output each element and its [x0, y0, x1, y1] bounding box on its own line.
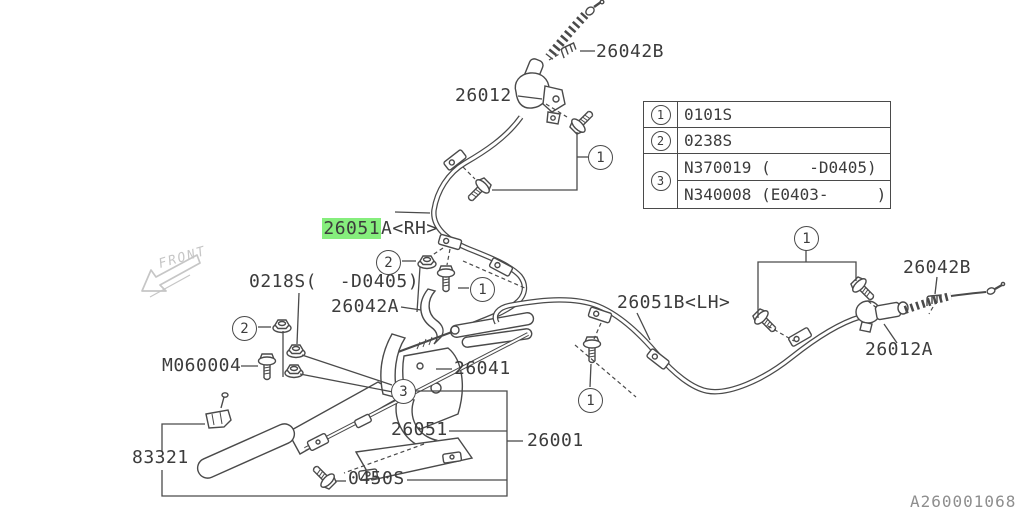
label-cable-lh: 26051B<LH> — [617, 292, 731, 313]
nut-glyph — [272, 319, 292, 334]
lh-spring — [903, 292, 952, 314]
bolt-glyph — [582, 336, 602, 364]
label-adjuster: 26012A — [865, 339, 934, 360]
table-part-cell: 0238S — [678, 128, 890, 154]
adjuster-26012a — [855, 300, 909, 333]
bolt-glyph — [847, 273, 880, 306]
callout-3: 3 — [650, 171, 671, 191]
front-arrow: FRONT — [141, 244, 208, 298]
label-nut-superseded: 0218S( -D0405) — [249, 271, 420, 292]
bolt-glyph — [257, 353, 277, 381]
label-clip-top: 26042B — [596, 41, 665, 62]
lever-grip — [196, 423, 296, 479]
table-callout-cell: 3 — [644, 154, 678, 208]
label-rod: 26051 — [391, 419, 448, 440]
table-callout-cell: 2 — [644, 128, 678, 154]
callout-3: 3 — [391, 379, 416, 404]
label-cable-rh-rest: A<RH> — [381, 218, 438, 239]
label-guide-bracket: 26042A — [331, 296, 400, 317]
label-cable-rh: 26051A<RH> — [277, 202, 438, 256]
label-bolt: M060004 — [162, 355, 242, 376]
table-part-cell: N340008 (E0403- ) — [684, 185, 887, 204]
document-number: A260001068 — [910, 492, 1017, 511]
table-part-cell: 0101S — [678, 102, 890, 128]
callout-2: 2 — [376, 250, 401, 275]
bolt-glyph — [462, 174, 495, 207]
parts-table: 1 0101S 2 0238S 3 N370019 ( -D0405) N340… — [643, 101, 891, 209]
callout-1: 1 — [470, 277, 495, 302]
rh-tip — [585, 6, 595, 16]
bolt-glyph — [436, 265, 456, 293]
label-cable-end: 26041 — [454, 358, 511, 379]
label-junction: 26012 — [455, 85, 512, 106]
callout-2: 2 — [650, 130, 671, 151]
label-clip-right: 26042B — [903, 257, 972, 278]
grip-clamp — [205, 409, 232, 429]
bracket-lines — [161, 132, 857, 497]
callout-1: 1 — [794, 226, 819, 251]
bolt-glyph — [566, 105, 599, 138]
callout-1: 1 — [650, 104, 671, 125]
nut-glyph — [284, 364, 304, 379]
label-grip-clamp: 83321 — [132, 447, 189, 468]
table-callout-cell: 1 — [644, 102, 678, 128]
callout-1: 1 — [588, 145, 613, 170]
label-lever-assembly: 26001 — [527, 430, 584, 451]
lever-assembly — [196, 332, 529, 481]
dashed-lines — [343, 52, 934, 474]
leader-lines — [241, 50, 938, 393]
callout-1: 1 — [578, 388, 603, 413]
nut-glyph — [417, 255, 437, 270]
label-cable-rh-highlight[interactable]: 26051 — [322, 218, 382, 239]
rh-cable-assembly — [431, 0, 605, 327]
lh-cable-assembly — [492, 281, 1006, 395]
ratchet-sector — [395, 395, 438, 449]
label-screw: 0450S — [348, 468, 405, 489]
table-part-cell: N370019 ( -D0405) — [678, 154, 890, 181]
screw-glyph — [307, 460, 340, 493]
bolt-glyph — [749, 305, 782, 338]
front-label: FRONT — [157, 244, 208, 272]
callout-2: 2 — [232, 316, 257, 341]
